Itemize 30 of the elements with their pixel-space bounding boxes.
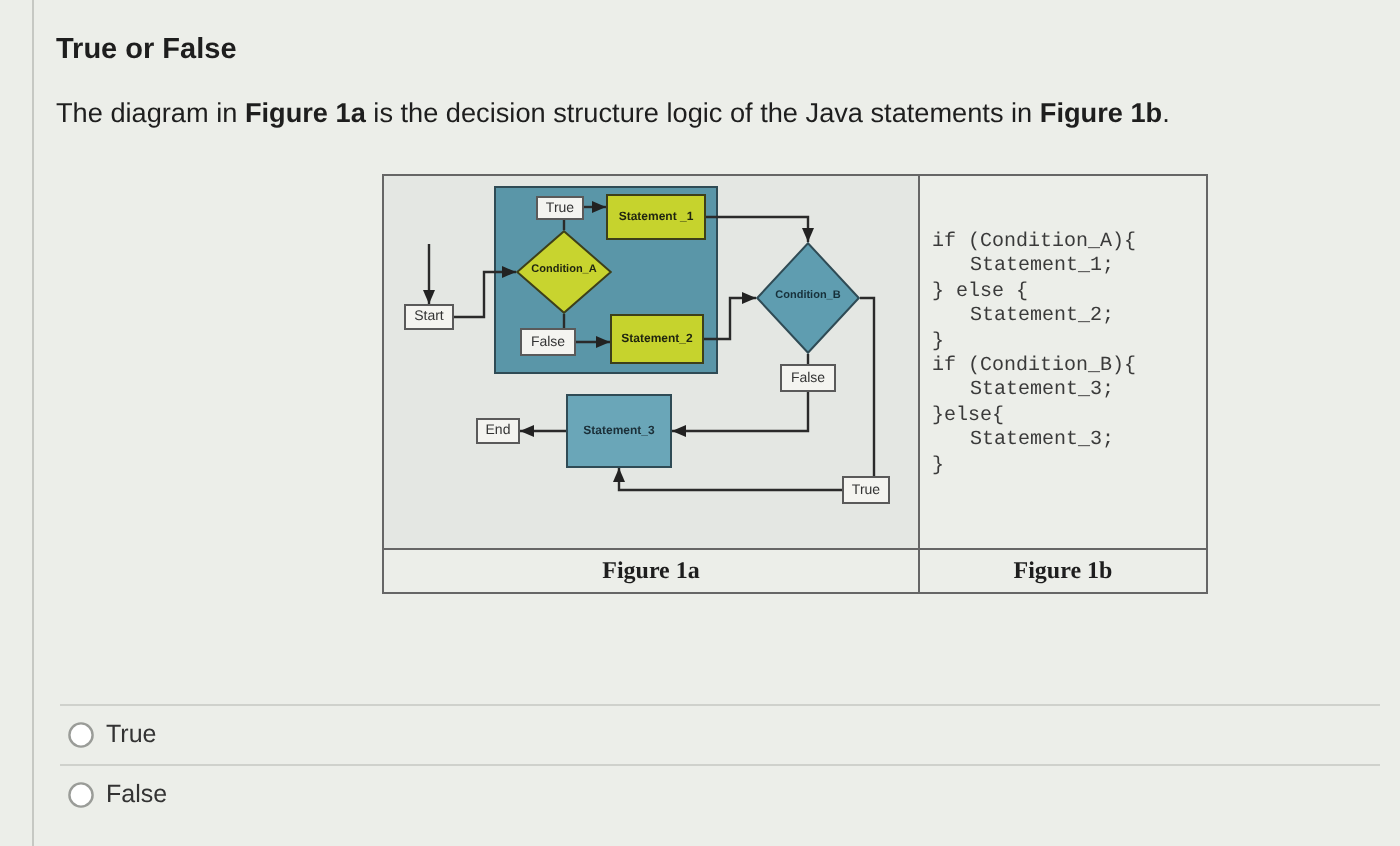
arrow <box>576 336 610 348</box>
figure-caption: Figure 1a <box>602 556 700 586</box>
arrow <box>672 392 810 437</box>
container-panel <box>494 186 718 374</box>
arrow <box>520 425 566 437</box>
code-line: if (Condition_A){ <box>932 232 1137 256</box>
code-line: } else { <box>932 281 1029 306</box>
code-line: Statement_1; <box>970 256 1115 281</box>
arrow <box>613 468 842 492</box>
question-text: The diagram in Figure 1a is the decision structure logic of the Java statements in Figure 1b. <box>56 98 1170 128</box>
connector-line <box>806 354 810 364</box>
arrow <box>706 215 814 242</box>
figure-caption: Figure 1b <box>1013 556 1113 586</box>
connector-line <box>562 220 566 230</box>
heading: True or False <box>56 34 237 66</box>
connector-line <box>860 296 876 476</box>
arrow <box>584 201 606 213</box>
radio-option: True <box>68 720 157 748</box>
radio-option: False <box>68 780 168 808</box>
code-line: }else{ <box>932 405 1005 430</box>
code-line: } <box>932 331 945 355</box>
arrow <box>423 244 435 304</box>
arrow <box>704 292 756 341</box>
code-line: } <box>932 455 945 480</box>
arrow <box>454 266 516 319</box>
connector-line <box>562 314 566 328</box>
code-line: if (Condition_B){ <box>932 356 1137 380</box>
code-line: Statement_3; <box>970 430 1115 455</box>
code-line: Statement_3; <box>970 380 1115 405</box>
code-line: Statement_2; <box>970 306 1115 331</box>
